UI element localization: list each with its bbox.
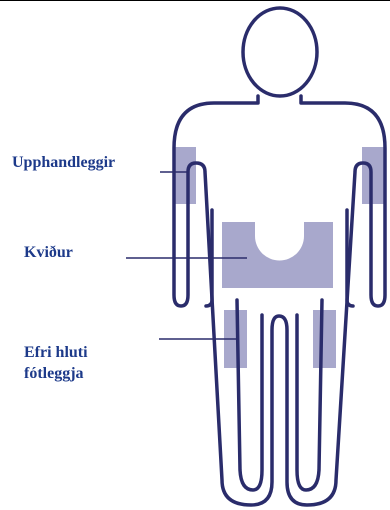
label-thighs-line2: fótleggja [24,363,88,384]
torso-outline [174,96,385,505]
body-outline [174,8,385,505]
label-upper-arms: Upphandleggir [12,152,115,173]
injection-area-left-upper-arm [174,147,196,204]
label-abdomen: Kviður [24,242,73,263]
label-thighs-line1: Efri hluti [24,342,88,363]
navel-icon [275,233,286,244]
injection-area-right-upper-arm [362,147,384,204]
label-thighs: Efri hluti fótleggja [24,342,88,384]
injection-area-right-thigh [313,310,336,368]
head-outline [243,8,317,96]
